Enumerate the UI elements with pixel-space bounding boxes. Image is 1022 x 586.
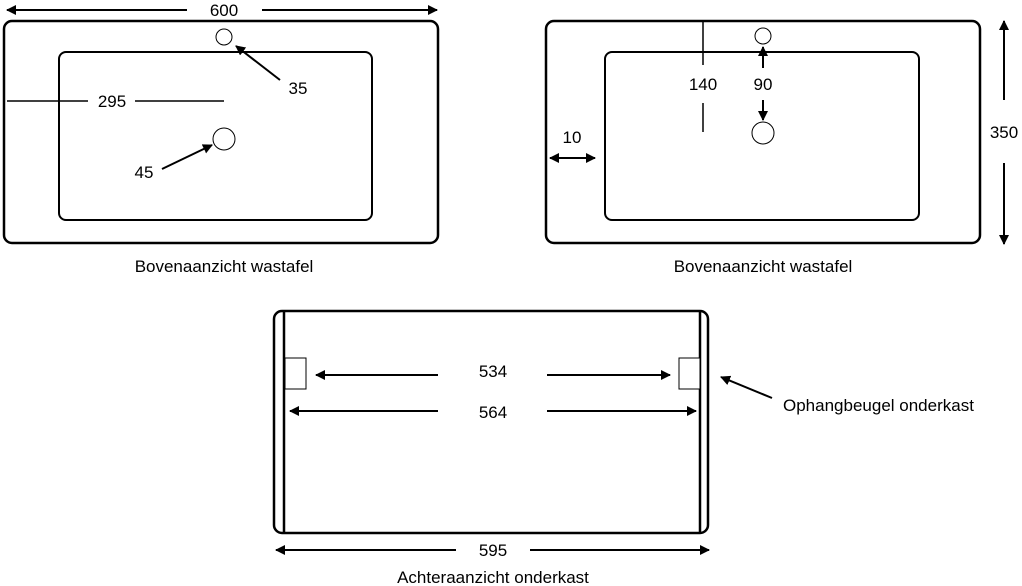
dim-45-label: 45	[135, 163, 154, 182]
dim-width-label: 600	[210, 1, 238, 20]
dim-295-label: 295	[98, 92, 126, 111]
basin-inner-bowl	[58, 51, 373, 221]
bracket-callout-leader	[720, 375, 773, 399]
overflow-hole	[754, 27, 772, 45]
caption-top-view-right: Bovenaanzicht wastafel	[674, 257, 853, 276]
caption-rear-view: Achteraanzicht onderkast	[397, 568, 589, 586]
drain-hole	[212, 127, 236, 151]
dim-90-label: 90	[754, 75, 773, 94]
dim-595-label: 595	[479, 541, 507, 560]
drain-hole	[751, 121, 775, 145]
top-view-left: 600 295 35 45 Bovenaanzicht wastafel	[2, 1, 440, 276]
basin-outer-outline	[2, 19, 440, 245]
bracket-callout-label: Ophangbeugel onderkast	[783, 396, 974, 415]
basin-outer-outline	[544, 19, 982, 245]
dim-564-label: 564	[479, 403, 507, 422]
dim-45-leader	[161, 144, 213, 170]
hanging-bracket-right	[678, 357, 701, 390]
hanging-bracket-left	[284, 357, 307, 390]
cabinet-outline	[272, 309, 710, 535]
rear-view-cabinet: 534 564 595 Ophangbeugel onderkast Achte…	[272, 309, 974, 586]
dim-350-label: 350	[990, 123, 1018, 142]
dim-35-leader	[235, 45, 281, 81]
dim-534-label: 534	[479, 362, 507, 381]
dim-140-label: 140	[689, 75, 717, 94]
dim-10-label: 10	[563, 128, 582, 147]
top-view-right: 140 90 10 350 Bovenaanzicht wastafel	[544, 19, 1018, 276]
caption-top-view-left: Bovenaanzicht wastafel	[135, 257, 314, 276]
overflow-hole	[215, 28, 233, 46]
dim-35-label: 35	[289, 79, 308, 98]
